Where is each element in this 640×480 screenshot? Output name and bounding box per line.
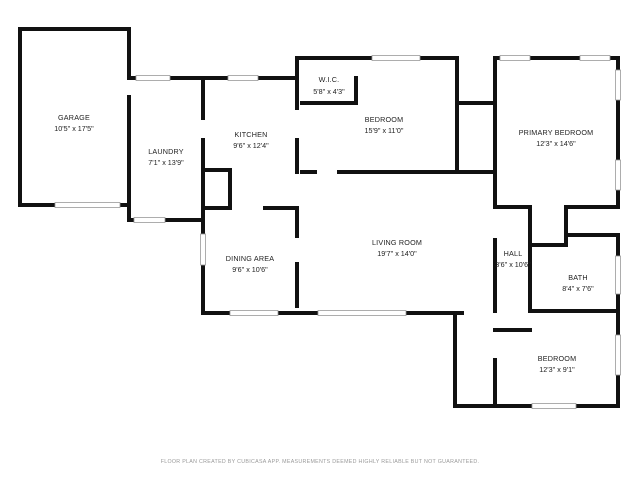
bedroom-top-dims: 15'9" x 11'0" [365,126,404,135]
window [317,310,407,316]
garage-name: GARAGE [58,113,90,122]
window [499,55,531,61]
window [200,233,206,266]
dining-living-walls [201,206,457,315]
window [531,403,577,409]
wic-name: W.I.C. [319,75,340,84]
laundry-dims: 7'1" x 13'9" [148,158,184,167]
window [371,55,421,61]
kitchen-name: KITCHEN [235,130,268,139]
bedroom-bottom-dims: 12'3" x 9'1" [539,365,575,374]
living-room-dims: 19'7" x 14'0" [377,249,417,258]
kitchen-dims: 9'6" x 12'4" [233,141,269,150]
bedroom-bottom-walls [453,309,620,408]
primary-bedroom-name: PRIMARY BEDROOM [519,128,594,137]
window [615,159,621,191]
garage-walls [18,27,131,222]
dining-area-dims: 9'6" x 10'6" [232,265,268,274]
hall-bath-walls [493,205,620,313]
garage-dims: 10'5" x 17'5" [54,124,94,133]
hall-name: HALL [504,249,523,258]
window [135,75,171,81]
primary-bedroom-dims: 12'3" x 14'6" [536,139,576,148]
laundry-kitchen-walls [127,56,299,222]
bath-name: BATH [568,273,587,282]
dining-area-name: DINING AREA [226,254,275,263]
window [54,202,121,208]
walls [18,27,620,408]
hall-dims: 3'6" x 10'6" [495,260,531,269]
bedroom-top-name: BEDROOM [365,115,404,124]
bath-dims: 8'4" x 7'6" [562,284,594,293]
primary-bedroom-walls [493,56,620,209]
living-room-name: LIVING ROOM [372,238,422,247]
laundry-name: LAUNDRY [148,147,184,156]
floor-plan-disclaimer: FLOOR PLAN CREATED BY CUBICASA APP. MEAS… [160,459,480,465]
window [615,255,621,295]
windows [54,55,621,409]
window [579,55,611,61]
wic-dims: 5'8" x 4'3" [313,87,345,96]
window [615,334,621,376]
window [229,310,279,316]
window [615,69,621,101]
window [133,217,166,223]
window [227,75,259,81]
bedroom-bottom-name: BEDROOM [538,354,577,363]
